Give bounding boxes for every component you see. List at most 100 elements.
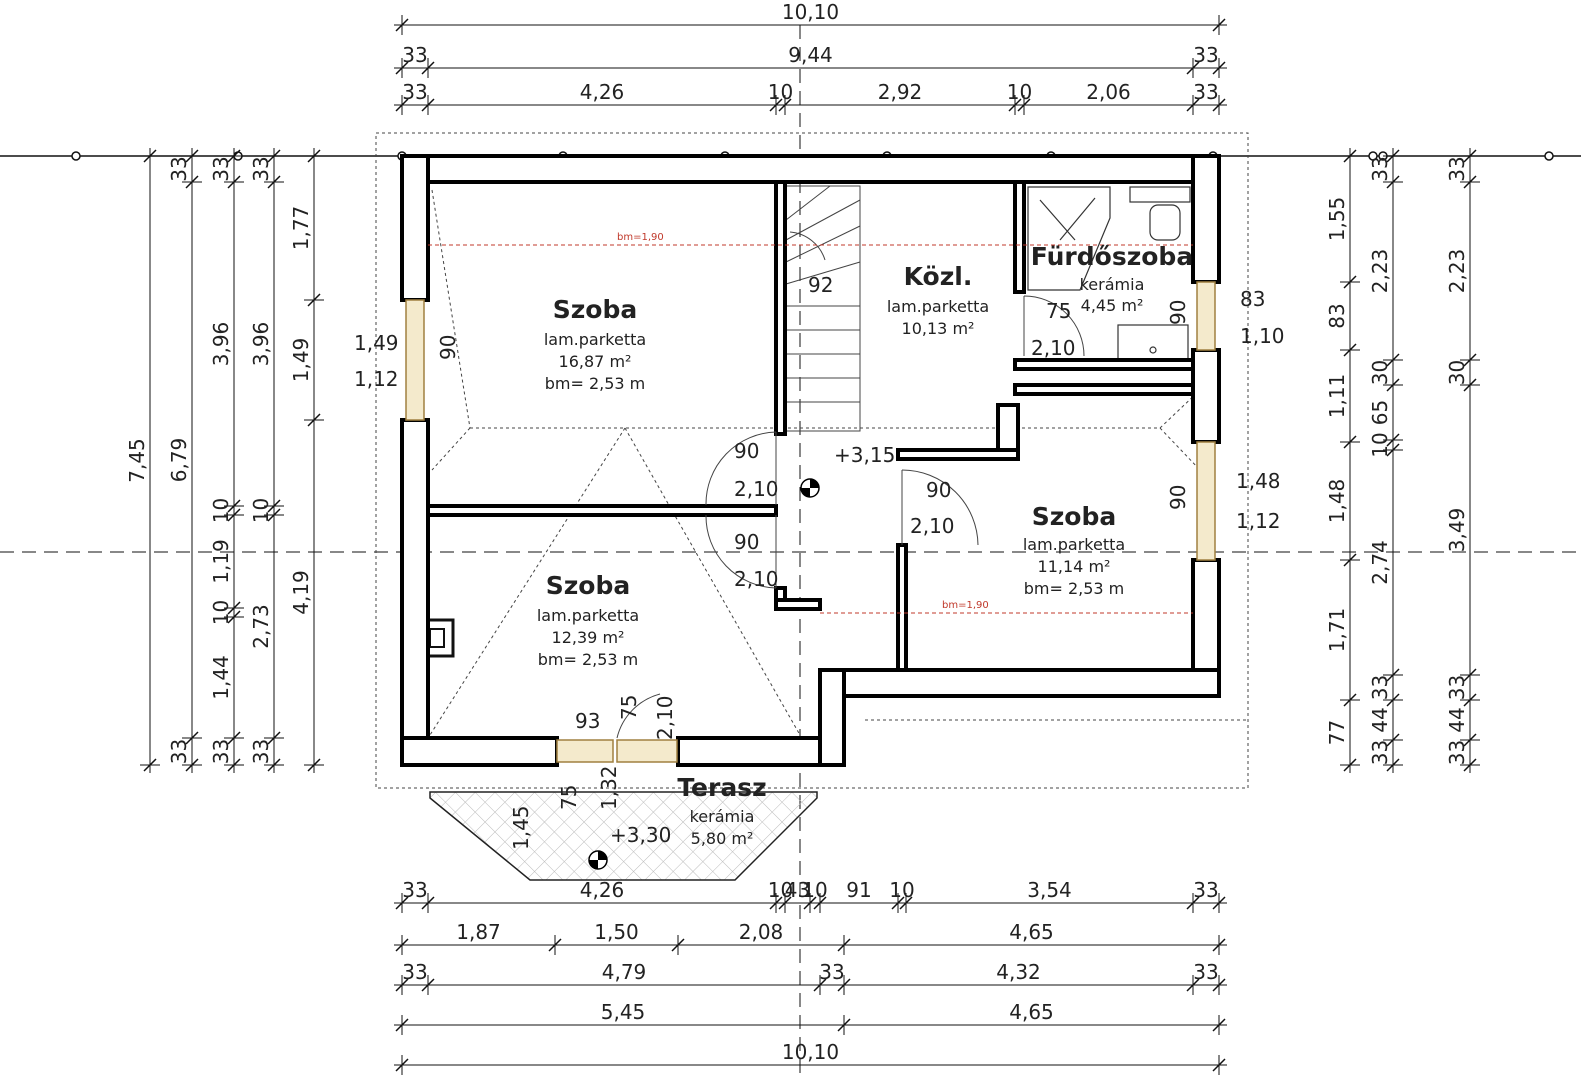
room-terasz-area: 5,80 m²: [691, 829, 754, 848]
dim-right1-2: 1,11: [1325, 374, 1349, 419]
dim-left3-6: 33: [209, 739, 233, 764]
staircase: [785, 185, 861, 432]
room-furdo-floor: kerámia: [1080, 275, 1145, 294]
dim-right2-8: 33: [1368, 740, 1392, 765]
room-szoba1-height: bm= 2,53 m: [545, 374, 646, 393]
dim-bot1-4: 10: [802, 878, 827, 902]
dim-left3-5: 1,44: [209, 655, 233, 700]
dim-top3-0: 33: [402, 80, 427, 104]
d-bath-w: 75: [1046, 299, 1071, 323]
dim-bot3-1: 4,79: [602, 960, 647, 984]
walls: [400, 154, 1221, 767]
level-markers: [588, 478, 820, 870]
dim-right2-0: 33: [1368, 156, 1392, 181]
dim-right2-6: 33: [1368, 675, 1392, 700]
doors: [616, 295, 1085, 739]
w-rm-h: 1,12: [1236, 509, 1281, 533]
dim-left3-0: 33: [209, 156, 233, 181]
bm-lines: [428, 244, 1193, 614]
dim-bot2-3: 4,65: [1009, 920, 1054, 944]
dim-right2-2: 30: [1368, 360, 1392, 385]
dim-right3-2: 30: [1445, 360, 1469, 385]
roof-outline: [375, 132, 1249, 789]
dim-left4-4: 33: [249, 739, 273, 764]
room-szoba2-area: 12,39 m²: [552, 628, 625, 647]
dim-left2-0: 33: [167, 156, 191, 181]
room-szoba3-area: 11,14 m²: [1038, 557, 1111, 576]
w-left-side: 90: [436, 335, 460, 360]
dim-bot1-8: 33: [1193, 878, 1218, 902]
dim-right1-3: 1,48: [1325, 479, 1349, 524]
dim-top3-4: 10: [1007, 80, 1032, 104]
dim-bot1-6: 10: [889, 878, 914, 902]
dim-bot2-0: 1,87: [456, 920, 501, 944]
dim-left4-3: 2,73: [249, 604, 273, 649]
d-room3-w: 90: [926, 478, 951, 502]
d-room2-w: 90: [734, 530, 759, 554]
dim-right3-1: 2,23: [1445, 249, 1469, 294]
dim-bot2-1: 1,50: [594, 920, 639, 944]
room-furdo-area: 4,45 m²: [1081, 296, 1144, 315]
dim-bot3-4: 33: [1193, 960, 1218, 984]
d-ter-w: 93: [575, 709, 600, 733]
room-szoba2-height: bm= 2,53 m: [538, 650, 639, 669]
d-ter-w2: 75: [617, 695, 641, 720]
dim-bot5-0: 10,10: [782, 1040, 839, 1064]
dim-bot1-3: 43: [785, 878, 810, 902]
room-szoba1-floor: lam.parketta: [544, 330, 646, 349]
dim-right1-5: 77: [1325, 720, 1349, 745]
dim-right2-5: 2,74: [1368, 540, 1392, 585]
room-szoba3-floor: lam.parketta: [1023, 535, 1125, 554]
dim-left3-3: 1,19: [209, 539, 233, 584]
room-kozl-area: 10,13 m²: [902, 319, 975, 338]
room-szoba1-area: 16,87 m²: [559, 352, 632, 371]
dim-right1-1: 83: [1325, 303, 1349, 328]
dim-left2-2: 33: [167, 739, 191, 764]
dim-left1-0: 7,45: [125, 438, 149, 483]
dim-bot1-5: 91: [846, 878, 871, 902]
dim-right3-6: 33: [1445, 740, 1469, 765]
dim-bot1-2: 10: [768, 878, 793, 902]
dim-bot4-0: 5,45: [601, 1000, 646, 1024]
dim-left4-0: 33: [249, 156, 273, 181]
dim-bot3-0: 33: [402, 960, 427, 984]
room-terasz-name: Terasz: [677, 773, 766, 802]
dim-bot3-2: 33: [819, 960, 844, 984]
dim-left3-4: 10: [209, 600, 233, 625]
d-room2-h: 2,10: [734, 567, 779, 591]
w-rm-w: 1,48: [1236, 469, 1281, 493]
terrace-depth: 1,45: [509, 805, 533, 850]
dim-left5-0: 1,77: [289, 206, 313, 251]
room-szoba3-name: Szoba: [1032, 502, 1117, 531]
w-rt-h: 1,10: [1240, 324, 1285, 348]
w-rt-side: 90: [1166, 300, 1190, 325]
dim-left4-1: 3,96: [249, 322, 273, 367]
dim-right2-7: 44: [1368, 707, 1392, 732]
room-furdo-name: Fürdőszoba: [1031, 242, 1193, 271]
terrace-floor: [429, 791, 818, 881]
dim-top2-2: 33: [1193, 43, 1218, 67]
w-rt-w: 83: [1240, 287, 1265, 311]
dim-right1-4: 1,71: [1325, 608, 1349, 653]
w-left-w: 1,49: [354, 331, 399, 355]
opening-labels: 1,49 1,12 90 83 1,10 90 1,48 1,12 90 92 …: [354, 273, 1285, 850]
dim-top3-1: 4,26: [580, 80, 625, 104]
dim-bot2-2: 2,08: [739, 920, 784, 944]
dim-top3-5: 2,06: [1086, 80, 1131, 104]
dim-left4-2: 10: [249, 498, 273, 523]
room-kozl-name: Közl.: [904, 262, 973, 291]
room-terasz-floor: kerámia: [690, 807, 755, 826]
dim-bot3-3: 4,32: [996, 960, 1041, 984]
dim-right3-4: 33: [1445, 675, 1469, 700]
dim-right2-1: 2,23: [1368, 249, 1392, 294]
d-ter-h: 2,10: [653, 695, 677, 740]
dim-right3-5: 44: [1445, 707, 1469, 732]
room-szoba1-name: Szoba: [553, 295, 638, 324]
dim-right3-0: 33: [1445, 156, 1469, 181]
d-ter-sill: 75: [557, 785, 581, 810]
dim-top3-2: 10: [768, 80, 793, 104]
dim-top3-3: 2,92: [878, 80, 923, 104]
d-room1-w: 90: [734, 439, 759, 463]
dim-top1-0: 10,10: [782, 0, 839, 24]
